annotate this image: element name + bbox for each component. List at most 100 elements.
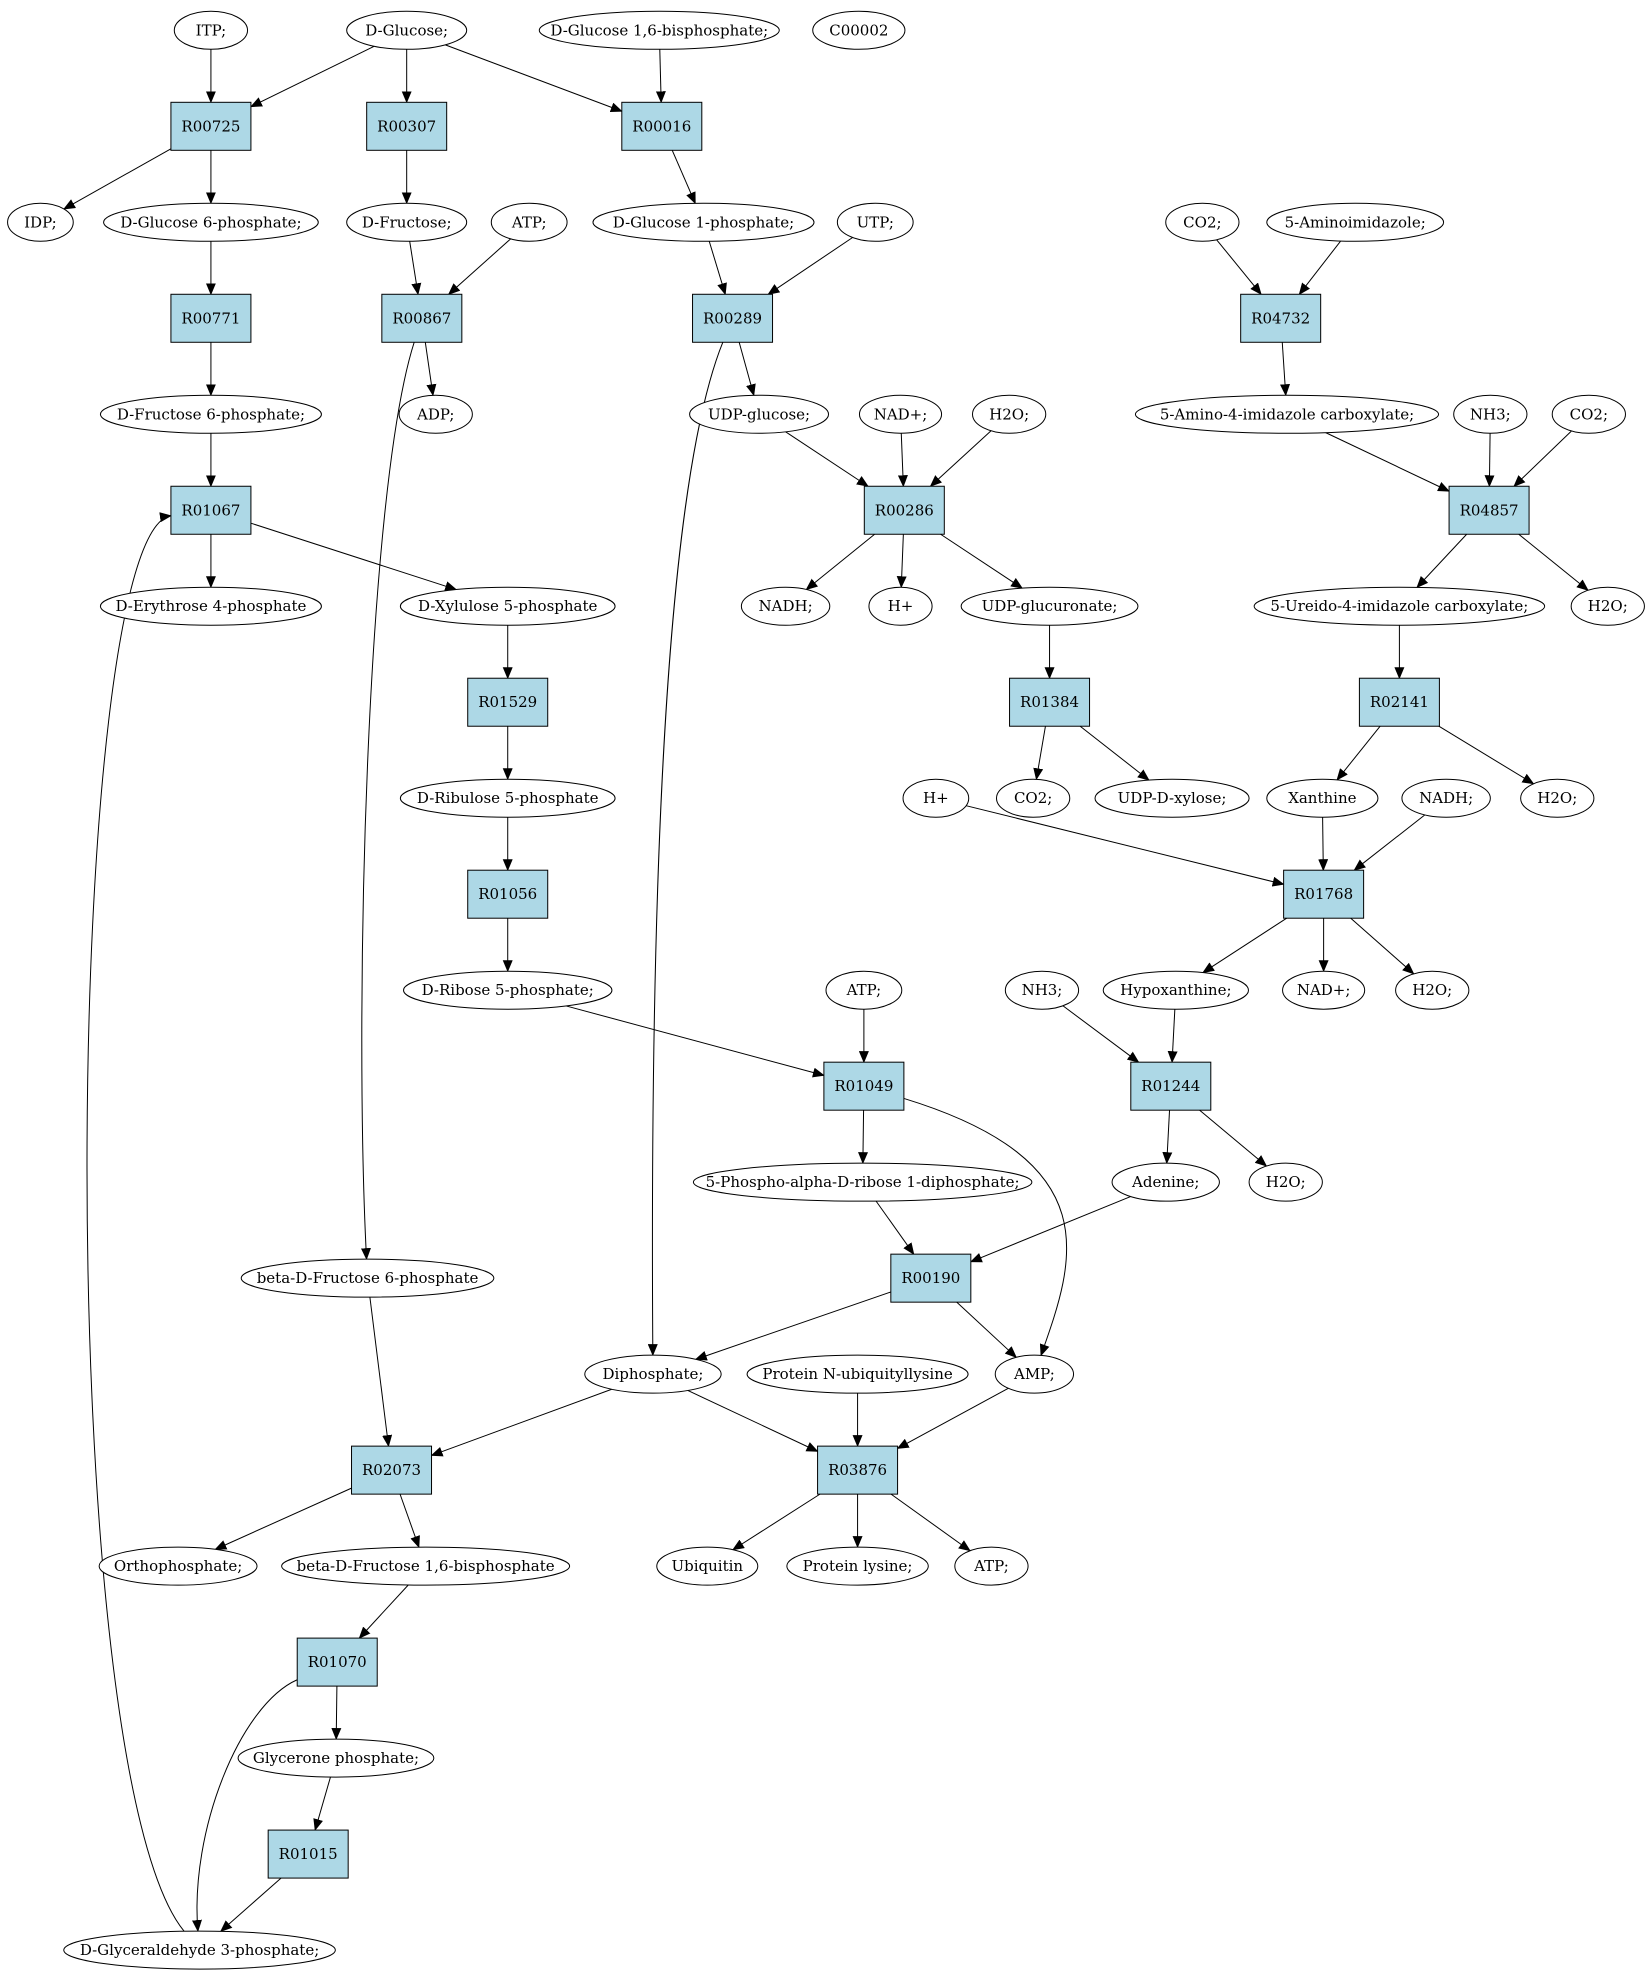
metabolite-ellipse (1248, 1162, 1323, 1202)
edge-m_dfru-to-r_R00867 (409, 241, 422, 296)
node-label: D-Erythrose 4-phosphate (115, 597, 306, 615)
reaction-node-r_R01070: R01070 (296, 1637, 378, 1687)
metabolite-ellipse (584, 1354, 722, 1394)
reaction-node-r_R04732: R04732 (1240, 293, 1322, 343)
node-label: NAD+; (874, 405, 928, 423)
metabolite-ellipse (592, 202, 815, 242)
reaction-box (267, 1829, 349, 1879)
metabolite-ellipse (399, 586, 616, 626)
node-label: Ubiquitin (671, 1557, 743, 1575)
node-label: CO2; (1014, 789, 1052, 807)
metabolite-ellipse (1453, 394, 1528, 434)
edge-r_R01067-to-m_dx5p (250, 522, 458, 591)
node-label: NADH; (759, 597, 813, 615)
metabolite-node-m_h2o1: H2O; (972, 394, 1047, 434)
node-label: R00286 (875, 501, 934, 519)
metabolite-ellipse (7, 202, 74, 242)
metabolite-node-m_h2o5: H2O; (1248, 1162, 1323, 1202)
metabolite-ellipse (858, 394, 943, 434)
metabolite-node-m_dx5p: D-Xylulose 5-phosphate (399, 586, 616, 626)
edge-r_R00286-to-m_udpgluc (940, 533, 1024, 589)
node-label: 5-Amino-4-imidazole carboxylate; (1160, 405, 1414, 423)
edge-m_dglucose-to-r_R00016 (445, 44, 623, 113)
reaction-node-r_R01015: R01015 (267, 1829, 349, 1879)
metabolite-node-m_dhap: Glycerone phosphate; (237, 1738, 435, 1778)
node-label: ADP; (416, 405, 454, 423)
metabolite-node-m_co2a: CO2; (1165, 202, 1240, 242)
edge-r_R03876-to-m_ubiq (732, 1493, 821, 1551)
node-label: CO2; (1570, 405, 1608, 423)
reaction-node-r_R02141: R02141 (1358, 677, 1440, 727)
edge-r_R01244-to-m_adenine (1162, 1110, 1173, 1165)
edge-r_R00286-to-m_nadh1 (805, 533, 875, 591)
metabolite-ellipse (99, 586, 322, 626)
node-label: R01049 (834, 1077, 893, 1095)
metabolite-ellipse (281, 1546, 571, 1586)
metabolite-ellipse (237, 1738, 435, 1778)
edge-r_R00190-to-m_amp (956, 1301, 1017, 1358)
edge-r_R01070-to-m_gap (192, 1679, 298, 1933)
reaction-box (170, 293, 252, 343)
metabolite-ellipse (1266, 778, 1379, 818)
metabolite-ellipse (1570, 586, 1645, 626)
reaction-node-r_R02073: R02073 (351, 1445, 433, 1495)
edge-m_dg1p-to-r_R00289 (708, 241, 727, 296)
edge-m_nadh2-to-r_R01768 (1353, 814, 1426, 871)
metabolite-node-m_protlys: Protein lysine; (786, 1546, 929, 1586)
node-label: IDP; (24, 213, 57, 231)
reaction-box (351, 1445, 433, 1495)
edge-r_R02141-to-m_h2o3 (1438, 725, 1535, 785)
edge-r_R00725-to-m_idp (63, 148, 172, 210)
metabolite-node-m_dg1p: D-Glucose 1-phosphate; (592, 202, 815, 242)
node-label: D-Glucose; (365, 21, 448, 39)
node-label: R00016 (632, 117, 691, 135)
edge-r_R04732-to-m_5a4ic (1280, 342, 1291, 397)
node-label: 5-Phospho-alpha-D-ribose 1-diphosphate; (706, 1173, 1020, 1191)
edge-r_R02141-to-m_xanth (1336, 725, 1381, 781)
reaction-box (692, 293, 774, 343)
node-label: 5-Ureido-4-imidazole carboxylate; (1270, 597, 1528, 615)
node-label: R00867 (392, 309, 451, 327)
node-label: NADH; (1419, 789, 1473, 807)
node-label: H2O; (989, 405, 1029, 423)
edge-r_R00190-to-m_ppi (694, 1291, 891, 1361)
metabolite-node-m_ppi: Diphosphate; (584, 1354, 722, 1394)
edge-r_R01049-to-m_amp (903, 1097, 1068, 1357)
metabolite-node-m_h2o2: H2O; (1570, 586, 1645, 626)
metabolite-node-m_nh3b: NH3; (1004, 970, 1080, 1010)
edge-r_R01070-to-m_dhap (331, 1686, 342, 1741)
metabolite-ellipse (63, 1930, 336, 1970)
metabolite-node-m_udpxyl: UDP-D-xylose; (1094, 778, 1250, 818)
reaction-node-r_R00867: R00867 (381, 293, 463, 343)
reaction-box (1240, 293, 1322, 343)
node-label: R01244 (1141, 1077, 1200, 1095)
reaction-node-r_R00016: R00016 (621, 101, 703, 151)
node-label: R01768 (1294, 885, 1353, 903)
metabolite-ellipse (996, 778, 1071, 818)
metabolite-ellipse (240, 1258, 495, 1298)
metabolite-node-m_itp: ITP; (173, 10, 249, 50)
reaction-node-r_R00190: R00190 (890, 1253, 972, 1303)
metabolite-ellipse (902, 778, 970, 818)
edge-r_R01244-to-m_h2o5 (1199, 1109, 1268, 1167)
metabolite-ellipse (1551, 394, 1626, 434)
edge-m_nadp-to-r_R00286 (897, 433, 908, 488)
edge-m_h2o1-to-r_R00286 (929, 430, 992, 487)
node-label: UDP-D-xylose; (1118, 789, 1227, 807)
node-label: R01067 (181, 501, 240, 519)
node-label: R01056 (478, 885, 537, 903)
node-label: Xanthine (1288, 789, 1356, 807)
metabolite-ellipse (689, 394, 830, 434)
metabolite-ellipse (825, 970, 903, 1010)
metabolite-node-m_idp: IDP; (7, 202, 74, 242)
reaction-node-r_R00286: R00286 (863, 485, 945, 535)
metabolite-node-m_nadh2: NADH; (1401, 778, 1491, 818)
reaction-box (863, 485, 945, 535)
metabolite-node-m_dg6p: D-Glucose 6-phosphate; (103, 202, 319, 242)
edge-r_R02073-to-m_bdf16bp (399, 1493, 420, 1549)
metabolite-node-m_bdf16bp: beta-D-Fructose 1,6-bisphosphate (281, 1546, 571, 1586)
metabolite-ellipse (656, 1546, 759, 1586)
edge-m_prpp-to-r_R00190 (875, 1200, 915, 1255)
node-label: R01529 (478, 693, 537, 711)
metabolite-ellipse (1253, 586, 1546, 626)
